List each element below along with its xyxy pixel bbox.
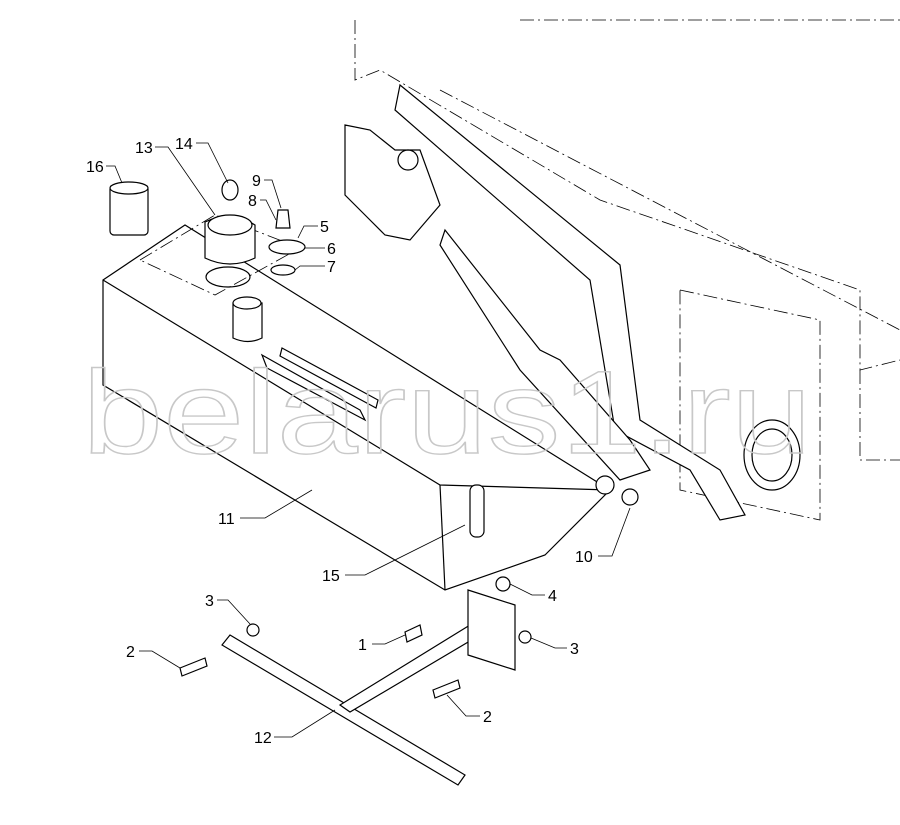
callout-14: 14 (175, 136, 193, 153)
fuel-tank (102, 224, 639, 591)
callout-1: 1 (358, 637, 367, 654)
callout-labels: 16 13 14 9 8 5 6 7 11 15 10 4 3 3 2 1 2 … (86, 136, 593, 747)
callout-3-left: 3 (205, 593, 214, 610)
callout-5: 5 (320, 219, 329, 236)
callout-9: 9 (252, 173, 261, 190)
callout-4: 4 (548, 588, 557, 605)
leader-lines (106, 142, 631, 738)
callout-2-left: 2 (126, 644, 135, 661)
watermark: belarus1.ru (82, 347, 812, 479)
filler-parts (109, 179, 306, 343)
callout-13: 13 (135, 140, 153, 157)
callout-6: 6 (327, 241, 336, 258)
callout-15: 15 (322, 568, 340, 585)
callout-8: 8 (248, 193, 257, 210)
callout-10: 10 (575, 549, 593, 566)
callout-7: 7 (327, 259, 336, 276)
callout-16: 16 (86, 159, 104, 176)
tractor-frame-outline (354, 19, 900, 521)
callout-12: 12 (254, 730, 272, 747)
callout-3-right: 3 (570, 641, 579, 658)
callout-2-right: 2 (483, 709, 492, 726)
callout-11: 11 (218, 511, 235, 528)
tank-support (179, 576, 532, 786)
mounting-bracket (344, 83, 801, 521)
